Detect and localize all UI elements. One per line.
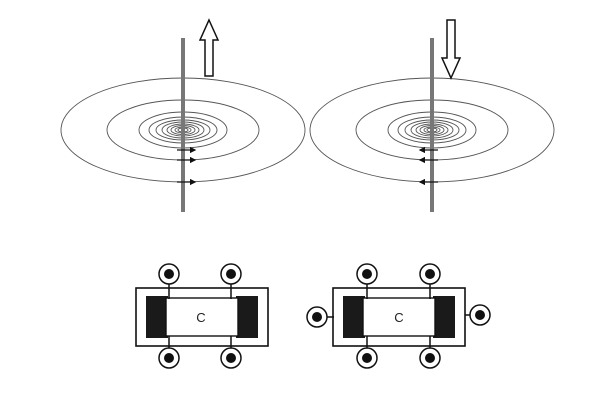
capacitor-panel-four-dots: C bbox=[135, 263, 269, 369]
pad-top-right bbox=[419, 263, 441, 299]
terminal-plate-right bbox=[236, 296, 258, 338]
field-panel-current-down bbox=[309, 19, 555, 212]
pad-bottom-left bbox=[158, 336, 180, 369]
terminal-plate-right bbox=[433, 296, 455, 338]
component-label: C bbox=[394, 310, 403, 325]
pad-bottom-right bbox=[419, 336, 441, 369]
pad-top-right bbox=[220, 263, 242, 299]
capacitor-body bbox=[165, 297, 239, 337]
conductor-wire bbox=[181, 38, 185, 212]
pad-side-left bbox=[306, 306, 334, 328]
pad-bottom-left bbox=[356, 336, 378, 369]
field-direction-arrows bbox=[418, 146, 438, 186]
pad-side-right bbox=[465, 304, 491, 326]
field-direction-arrows bbox=[177, 146, 197, 186]
capacitor-panel-six-dots: C bbox=[306, 263, 491, 369]
capacitor-body bbox=[362, 297, 436, 337]
current-up-arrow-icon bbox=[198, 18, 220, 77]
field-panel-current-up bbox=[60, 18, 306, 212]
component-label: C bbox=[196, 310, 205, 325]
terminal-plate-left bbox=[343, 296, 365, 338]
pad-bottom-right bbox=[220, 336, 242, 369]
conductor-wire bbox=[430, 38, 434, 212]
pad-top-left bbox=[158, 263, 180, 299]
pad-top-left bbox=[356, 263, 378, 299]
terminal-plate-left bbox=[146, 296, 168, 338]
current-down-arrow-icon bbox=[440, 19, 462, 80]
